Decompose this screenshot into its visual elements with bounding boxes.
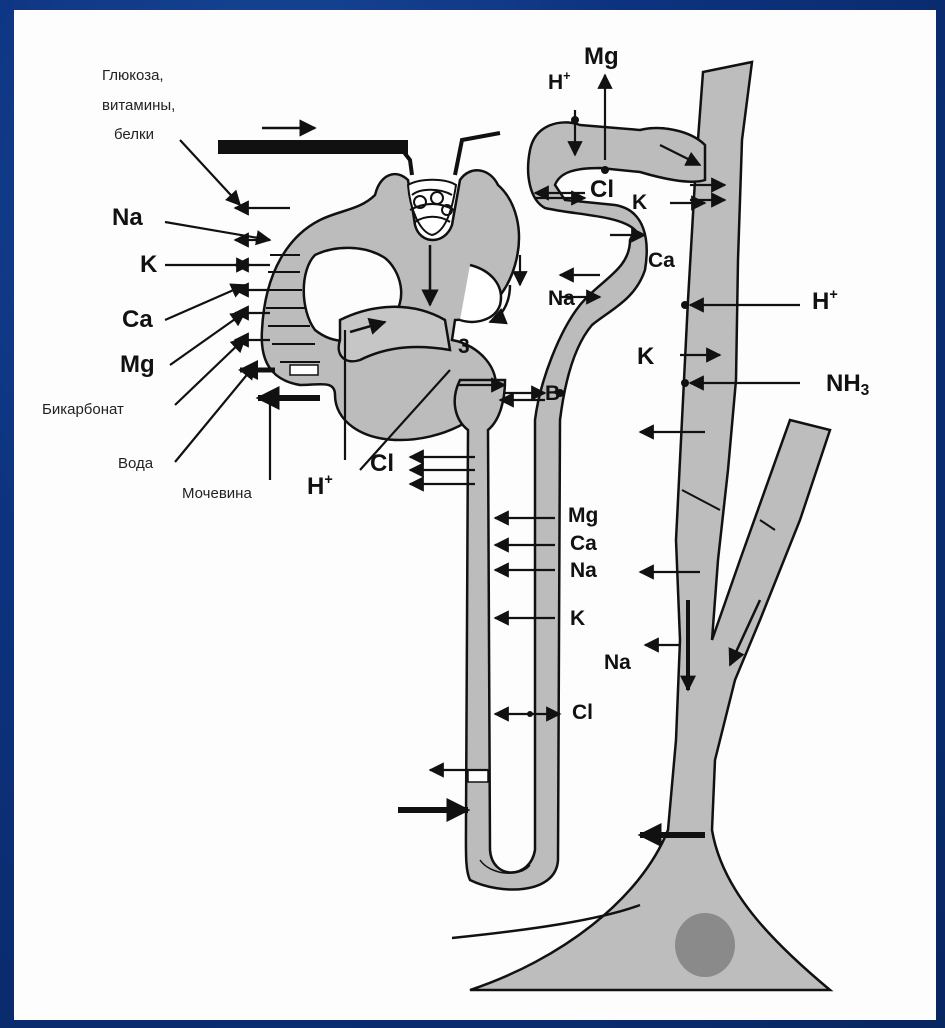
label-number-3: 3 (458, 336, 470, 357)
renal-pelvis-shade (675, 913, 735, 977)
label-h-right: H+ (812, 290, 838, 314)
label-k-left: K (140, 253, 157, 277)
label-mg-loop: Mg (568, 505, 598, 526)
label-ca-top: Ca (648, 250, 675, 271)
label-bicarbonate: Бикарбонат (42, 402, 124, 417)
label-cl-loop: Cl (572, 702, 593, 723)
label-glucose-1: Глюкоза, (102, 68, 164, 83)
distal-transport-arrows (520, 75, 800, 835)
label-b: B (545, 383, 560, 404)
label-cl-middle: Cl (370, 452, 394, 476)
label-glucose-2: витамины, (102, 98, 175, 113)
label-cl-top: Cl (590, 178, 614, 202)
label-h-bottom: H+ (307, 475, 333, 499)
label-h-top: H+ (548, 72, 571, 93)
label-k-loop: K (570, 608, 585, 629)
label-water: Вода (118, 456, 153, 471)
label-na-duct: Na (604, 652, 631, 673)
label-na-loop: Na (570, 560, 597, 581)
label-mg-top: Mg (584, 45, 619, 69)
label-k-right: K (637, 345, 654, 369)
label-na-middle: Na (548, 288, 575, 309)
label-na-left: Na (112, 206, 143, 230)
label-mg-left: Mg (120, 353, 155, 377)
label-ca-loop: Ca (570, 533, 597, 554)
arterioles (218, 128, 500, 175)
label-k-top: K (632, 192, 647, 213)
label-nh3: NH3 (826, 372, 869, 396)
label-glucose-3: белки (114, 127, 154, 142)
label-ca-left: Ca (122, 308, 153, 332)
label-urea: Мочевина (182, 486, 252, 501)
